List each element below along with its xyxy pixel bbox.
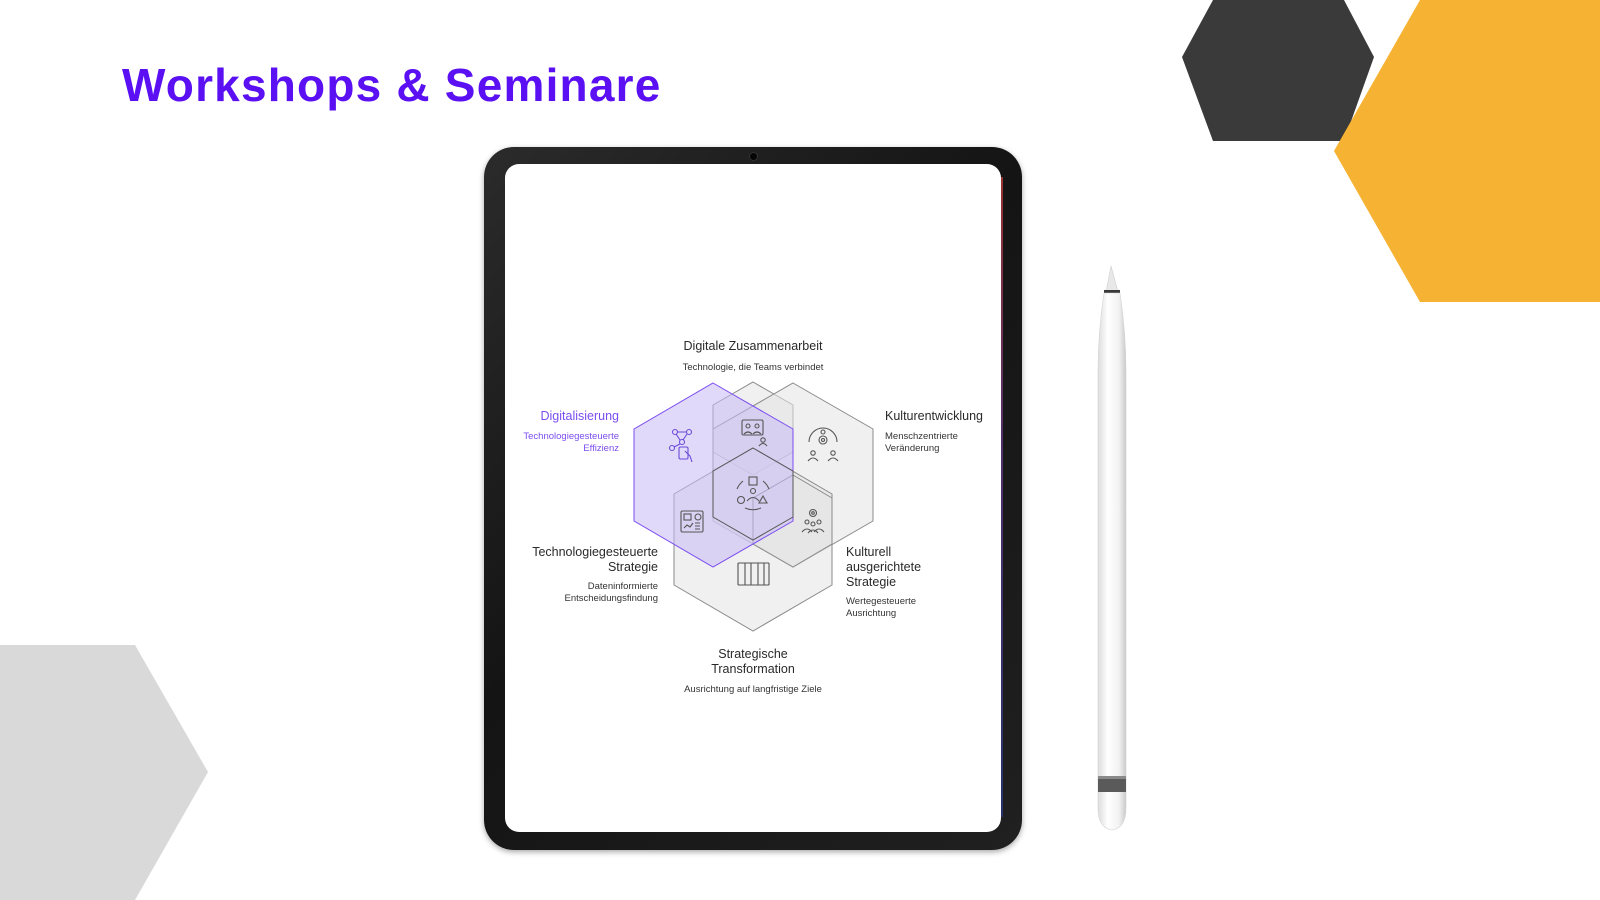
page-title: Workshops & Seminare — [122, 59, 662, 111]
pillars-icon — [737, 562, 770, 586]
label-lower-right-title-2: ausgerichtete — [846, 560, 922, 574]
hexagon-venn-diagram — [633, 381, 874, 632]
label-lower-right-title-1: Kulturell — [846, 545, 892, 559]
label-upper-right-subtitle-2: Veränderung — [885, 443, 940, 454]
label-bottom: Strategische Transformation Ausrichtung … — [653, 647, 853, 696]
grey-hexagon — [0, 645, 208, 900]
label-lower-left: Technologiegesteuerte Strategie Dateninf… — [505, 545, 658, 605]
shapes-people-icon — [736, 476, 770, 511]
label-upper-right: Kulturentwicklung Menschzentrierte Verän… — [885, 409, 983, 455]
label-lower-right: Kulturell ausgerichtete Strategie Werteg… — [846, 545, 921, 620]
label-lower-left-title-1: Technologiegesteuerte — [532, 545, 658, 559]
label-upper-left-subtitle-1: Technologiegesteuerte — [523, 431, 619, 442]
label-upper-left: Digitalisierung Technologiegesteuerte Ef… — [505, 409, 619, 455]
dashboard-icon — [680, 510, 704, 533]
group-gear-icon — [801, 508, 825, 534]
network-touch-icon — [668, 428, 693, 463]
label-upper-right-title: Kulturentwicklung — [885, 409, 983, 423]
tablet-screen: Digitale Zusammenarbeit Technologie, die… — [505, 164, 1001, 832]
tablet-camera — [749, 152, 758, 161]
label-top: Digitale Zusammenarbeit Technologie, die… — [653, 339, 853, 374]
label-bottom-subtitle: Ausrichtung auf langfristige Ziele — [684, 684, 822, 695]
label-lower-left-title-2: Strategie — [607, 560, 658, 574]
team-screen-icon — [741, 419, 768, 447]
label-bottom-title-1: Strategische — [718, 647, 788, 661]
yellow-hexagon — [1334, 0, 1600, 302]
label-lower-right-subtitle-1: Wertegesteuerte — [846, 596, 917, 607]
label-lower-left-subtitle-1: Dateninformierte — [587, 581, 658, 592]
stylus-pen — [1097, 265, 1127, 831]
label-top-title: Digitale Zusammenarbeit — [683, 339, 823, 353]
tablet-device: Digitale Zusammenarbeit Technologie, die… — [484, 147, 1022, 850]
people-gear-icon — [807, 427, 839, 462]
label-lower-right-subtitle-2: Ausrichtung — [846, 608, 897, 619]
hexagon-center — [712, 447, 794, 541]
label-upper-left-subtitle-2: Effizienz — [583, 443, 619, 454]
dark-hexagon — [1182, 0, 1374, 141]
label-upper-left-title: Digitalisierung — [540, 409, 619, 423]
label-upper-right-subtitle-1: Menschzentrierte — [885, 431, 958, 442]
label-top-subtitle: Technologie, die Teams verbindet — [682, 362, 824, 373]
label-bottom-title-2: Transformation — [711, 662, 795, 676]
label-lower-left-subtitle-2: Entscheidungsfindung — [564, 593, 659, 604]
label-lower-right-title-3: Strategie — [846, 575, 897, 589]
